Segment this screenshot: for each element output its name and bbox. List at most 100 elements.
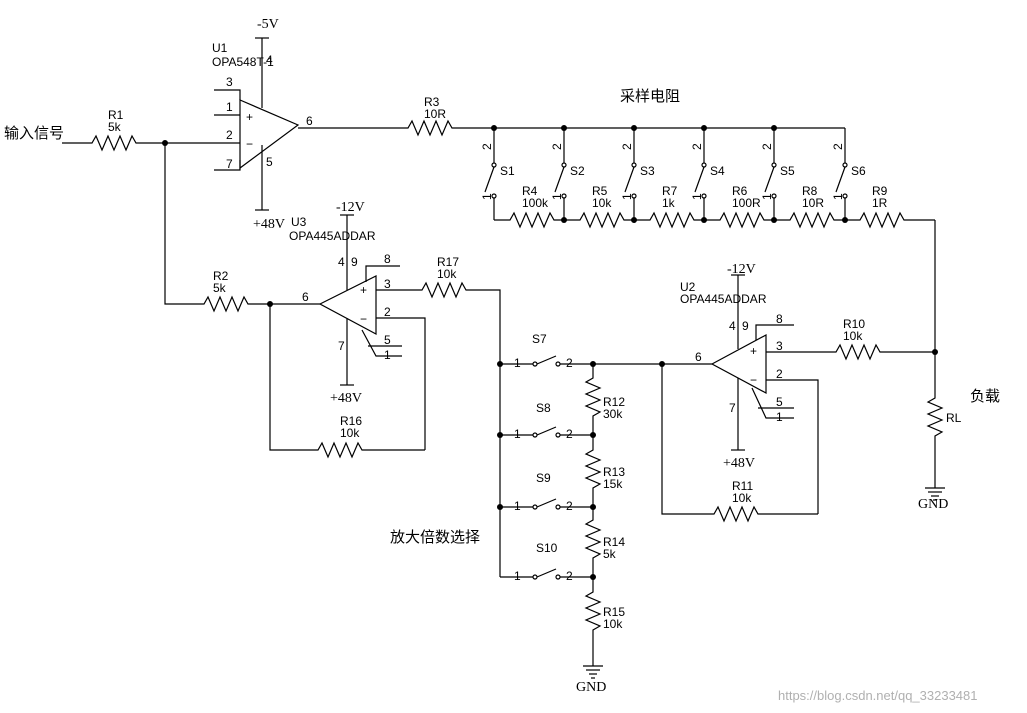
svg-text:2: 2 bbox=[690, 143, 704, 150]
svg-text:S10: S10 bbox=[536, 541, 558, 555]
svg-text:1: 1 bbox=[620, 193, 634, 200]
svg-text:R4: R4 bbox=[522, 184, 538, 198]
svg-text:1: 1 bbox=[384, 348, 391, 362]
svg-text:10k: 10k bbox=[843, 329, 863, 343]
r1-value: 5k bbox=[108, 120, 122, 134]
svg-text:R14: R14 bbox=[603, 535, 625, 549]
ground-symbol-1: GND bbox=[576, 665, 606, 695]
u1-vneg: -5V bbox=[257, 17, 279, 32]
switch-s9: S9 1 2 bbox=[500, 471, 593, 513]
svg-text:5: 5 bbox=[266, 155, 273, 169]
switch-s6: S6 2 1 bbox=[831, 128, 866, 220]
svg-text:S2: S2 bbox=[570, 164, 585, 178]
svg-text:2: 2 bbox=[620, 143, 634, 150]
svg-text:10k: 10k bbox=[732, 491, 752, 505]
opamp-u2: + − 6 U2 OPA445ADDAR -12V +48V 9 4 7 8 3… bbox=[659, 262, 938, 523]
svg-text:R3: R3 bbox=[424, 95, 440, 109]
resistor-r9 bbox=[845, 211, 935, 229]
svg-text:1: 1 bbox=[480, 193, 494, 200]
svg-text:2: 2 bbox=[384, 305, 391, 319]
svg-text:30k: 30k bbox=[603, 407, 623, 421]
svg-text:R8: R8 bbox=[802, 184, 818, 198]
switch-s8: S8 1 2 bbox=[500, 401, 593, 441]
svg-text:10k: 10k bbox=[340, 426, 360, 440]
switch-s4: S4 2 1 bbox=[690, 128, 725, 220]
resistor-r7 bbox=[634, 211, 704, 229]
ground-symbol-2: GND bbox=[918, 487, 948, 512]
svg-text:2: 2 bbox=[480, 143, 494, 150]
load-section: 负载 RL GND bbox=[918, 352, 1000, 512]
svg-text:R16: R16 bbox=[340, 414, 362, 428]
svg-text:−: − bbox=[750, 373, 757, 387]
svg-text:7: 7 bbox=[338, 339, 345, 353]
svg-text:R2: R2 bbox=[213, 269, 229, 283]
opamp-u3: R2 5k + − 6 U3 OPA445ADDAR -12V +48V 9 4… bbox=[188, 200, 501, 459]
svg-text:3: 3 bbox=[226, 75, 233, 89]
gain-select-network: S7 1 2 S8 1 2 S9 1 2 bbox=[390, 332, 712, 695]
input-section: 输入信号 R1 5k bbox=[4, 108, 240, 305]
svg-text:+: + bbox=[246, 110, 253, 124]
svg-text:2: 2 bbox=[226, 128, 233, 142]
svg-text:S9: S9 bbox=[536, 471, 551, 485]
resistor-r13 bbox=[584, 435, 602, 507]
svg-text:S3: S3 bbox=[640, 164, 655, 178]
u3-triangle bbox=[318, 275, 377, 336]
svg-text:10k: 10k bbox=[437, 267, 457, 281]
svg-text:2: 2 bbox=[566, 499, 573, 513]
resistor-r2 bbox=[188, 295, 270, 313]
svg-text:1: 1 bbox=[776, 410, 783, 424]
resistor-r4 bbox=[494, 211, 564, 229]
switch-s3: S3 2 1 bbox=[620, 128, 655, 220]
svg-text:6: 6 bbox=[302, 290, 309, 304]
svg-text:1: 1 bbox=[760, 193, 774, 200]
svg-text:GND: GND bbox=[576, 680, 606, 695]
svg-text:2: 2 bbox=[550, 143, 564, 150]
svg-text:3: 3 bbox=[776, 339, 783, 353]
svg-text:5: 5 bbox=[384, 333, 391, 347]
svg-text:4: 4 bbox=[338, 255, 345, 269]
svg-text:−: − bbox=[360, 312, 367, 326]
opamp-u1: + − U1 OPA548T-1 -5V +48V 3 1 2 7 4 5 6 bbox=[212, 17, 400, 232]
svg-text:S7: S7 bbox=[532, 332, 547, 346]
resistor-r3 bbox=[400, 119, 460, 137]
svg-text:1: 1 bbox=[690, 193, 704, 200]
svg-text:RL: RL bbox=[946, 411, 962, 425]
svg-text:2: 2 bbox=[566, 569, 573, 583]
watermark-text: https://blog.csdn.net/qq_33233481 bbox=[778, 688, 978, 703]
u1-ref: U1 bbox=[212, 41, 228, 55]
u1-triangle bbox=[239, 99, 300, 170]
resistor-r5 bbox=[564, 211, 634, 229]
svg-text:1: 1 bbox=[550, 193, 564, 200]
svg-text:4: 4 bbox=[266, 53, 273, 67]
svg-text:9: 9 bbox=[742, 319, 749, 333]
resistor-r15 bbox=[584, 577, 602, 666]
svg-text:2: 2 bbox=[566, 356, 573, 370]
switch-s2: S2 2 1 bbox=[550, 128, 585, 220]
u2-triangle bbox=[710, 333, 767, 395]
svg-text:1: 1 bbox=[514, 356, 521, 370]
svg-text:1k: 1k bbox=[662, 196, 676, 210]
switch-s5: S5 2 1 bbox=[760, 128, 795, 220]
svg-text:R9: R9 bbox=[872, 184, 888, 198]
svg-text:100R: 100R bbox=[732, 196, 761, 210]
svg-text:GND: GND bbox=[918, 497, 948, 512]
svg-text:+: + bbox=[360, 283, 367, 297]
resistor-r17 bbox=[410, 281, 501, 364]
svg-text:R13: R13 bbox=[603, 465, 625, 479]
wire-node-to-r2 bbox=[164, 143, 188, 305]
svg-text:R10: R10 bbox=[843, 317, 865, 331]
u1-part: OPA548T-1 bbox=[212, 55, 274, 69]
r1-ref: R1 bbox=[108, 108, 124, 122]
svg-text:6: 6 bbox=[306, 114, 313, 128]
svg-text:7: 7 bbox=[729, 401, 736, 415]
svg-text:+: + bbox=[750, 344, 757, 358]
resistor-r16 bbox=[269, 304, 425, 459]
resistor-r6 bbox=[704, 211, 774, 229]
svg-text:S8: S8 bbox=[536, 401, 551, 415]
sampling-resistor-bank: R3 10R 采样电阻 S1 2 1 S2 2 1 bbox=[400, 88, 936, 352]
resistor-r11 bbox=[661, 364, 818, 523]
svg-text:S6: S6 bbox=[851, 164, 866, 178]
svg-text:1: 1 bbox=[831, 193, 845, 200]
svg-text:1: 1 bbox=[514, 569, 521, 583]
svg-text:8: 8 bbox=[384, 252, 391, 266]
